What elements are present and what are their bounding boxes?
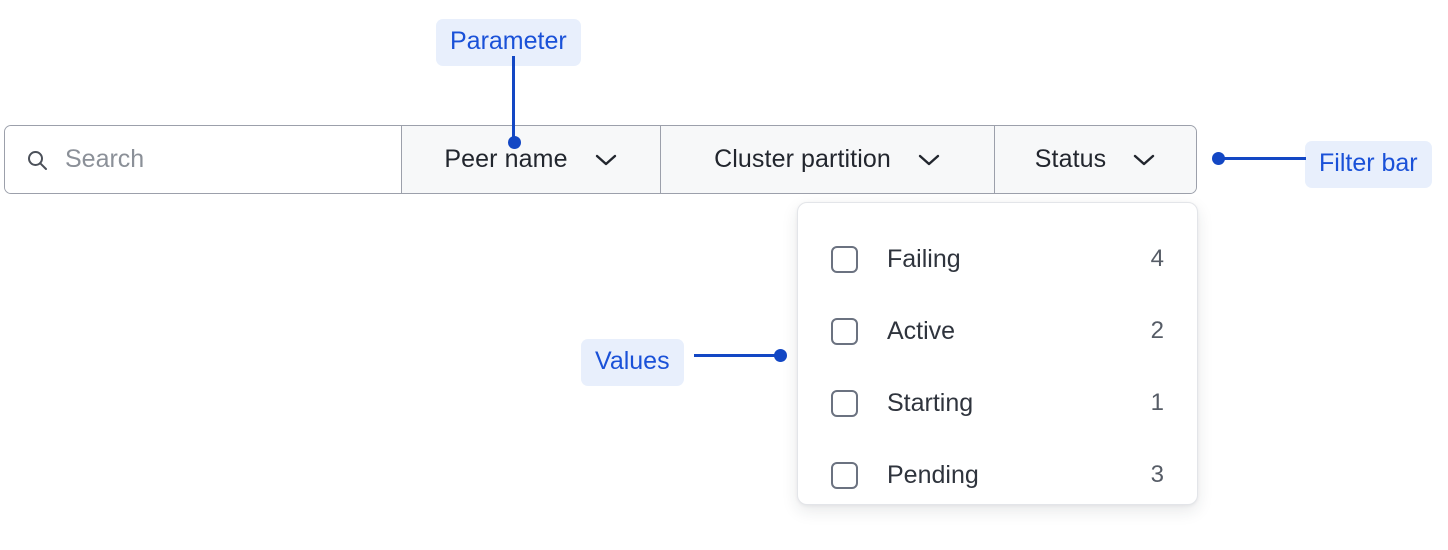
dropdown-option-label: Starting: [887, 388, 974, 417]
dropdown-option-label: Pending: [887, 460, 979, 489]
annotation-anchor-dot-parameter: [508, 136, 521, 149]
filter-bar: Peer name Cluster partition Status: [4, 125, 1197, 194]
annotation-label-parameter: Parameter: [436, 19, 581, 66]
chevron-down-icon: [595, 154, 616, 165]
checkbox-active[interactable]: [831, 317, 858, 345]
search-field[interactable]: [5, 126, 402, 193]
dropdown-option-count: 2: [1150, 317, 1164, 344]
status-dropdown-panel: Failing 4 Active 2 Starting 1 Pending 3: [797, 202, 1198, 505]
checkbox-pending[interactable]: [831, 461, 858, 489]
filter-label-peer-name: Peer name: [444, 145, 568, 173]
filter-dropdown-peer-name[interactable]: Peer name: [402, 126, 661, 193]
annotation-leader-line-values: [694, 354, 782, 357]
annotation-leader-line-filter-bar: [1224, 157, 1306, 160]
checkbox-starting[interactable]: [831, 389, 858, 417]
dropdown-option-count: 4: [1150, 245, 1164, 272]
annotation-anchor-dot-filter-bar: [1212, 152, 1225, 165]
dropdown-option-active[interactable]: Active 2: [798, 295, 1197, 367]
dropdown-option-failing[interactable]: Failing 4: [798, 223, 1197, 295]
annotation-label-values: Values: [581, 339, 684, 386]
annotation-label-filter-bar: Filter bar: [1305, 141, 1432, 188]
dropdown-option-count: 1: [1150, 389, 1164, 416]
dropdown-option-pending[interactable]: Pending 3: [798, 439, 1197, 511]
checkbox-failing[interactable]: [831, 245, 858, 273]
dropdown-option-starting[interactable]: Starting 1: [798, 367, 1197, 439]
dropdown-option-label: Failing: [887, 244, 961, 273]
filter-label-cluster-partition: Cluster partition: [714, 145, 891, 173]
annotation-leader-line-parameter: [512, 56, 515, 142]
annotation-anchor-dot-values: [774, 349, 787, 362]
filter-label-status: Status: [1034, 145, 1107, 173]
dropdown-option-count: 3: [1150, 461, 1164, 488]
filter-dropdown-cluster-partition[interactable]: Cluster partition: [661, 126, 995, 193]
search-icon: [28, 150, 47, 170]
search-input[interactable]: [65, 145, 365, 174]
filter-dropdown-status[interactable]: Status: [995, 126, 1196, 193]
chevron-down-icon: [918, 154, 940, 165]
dropdown-option-label: Active: [887, 316, 956, 345]
chevron-down-icon: [1134, 154, 1155, 165]
